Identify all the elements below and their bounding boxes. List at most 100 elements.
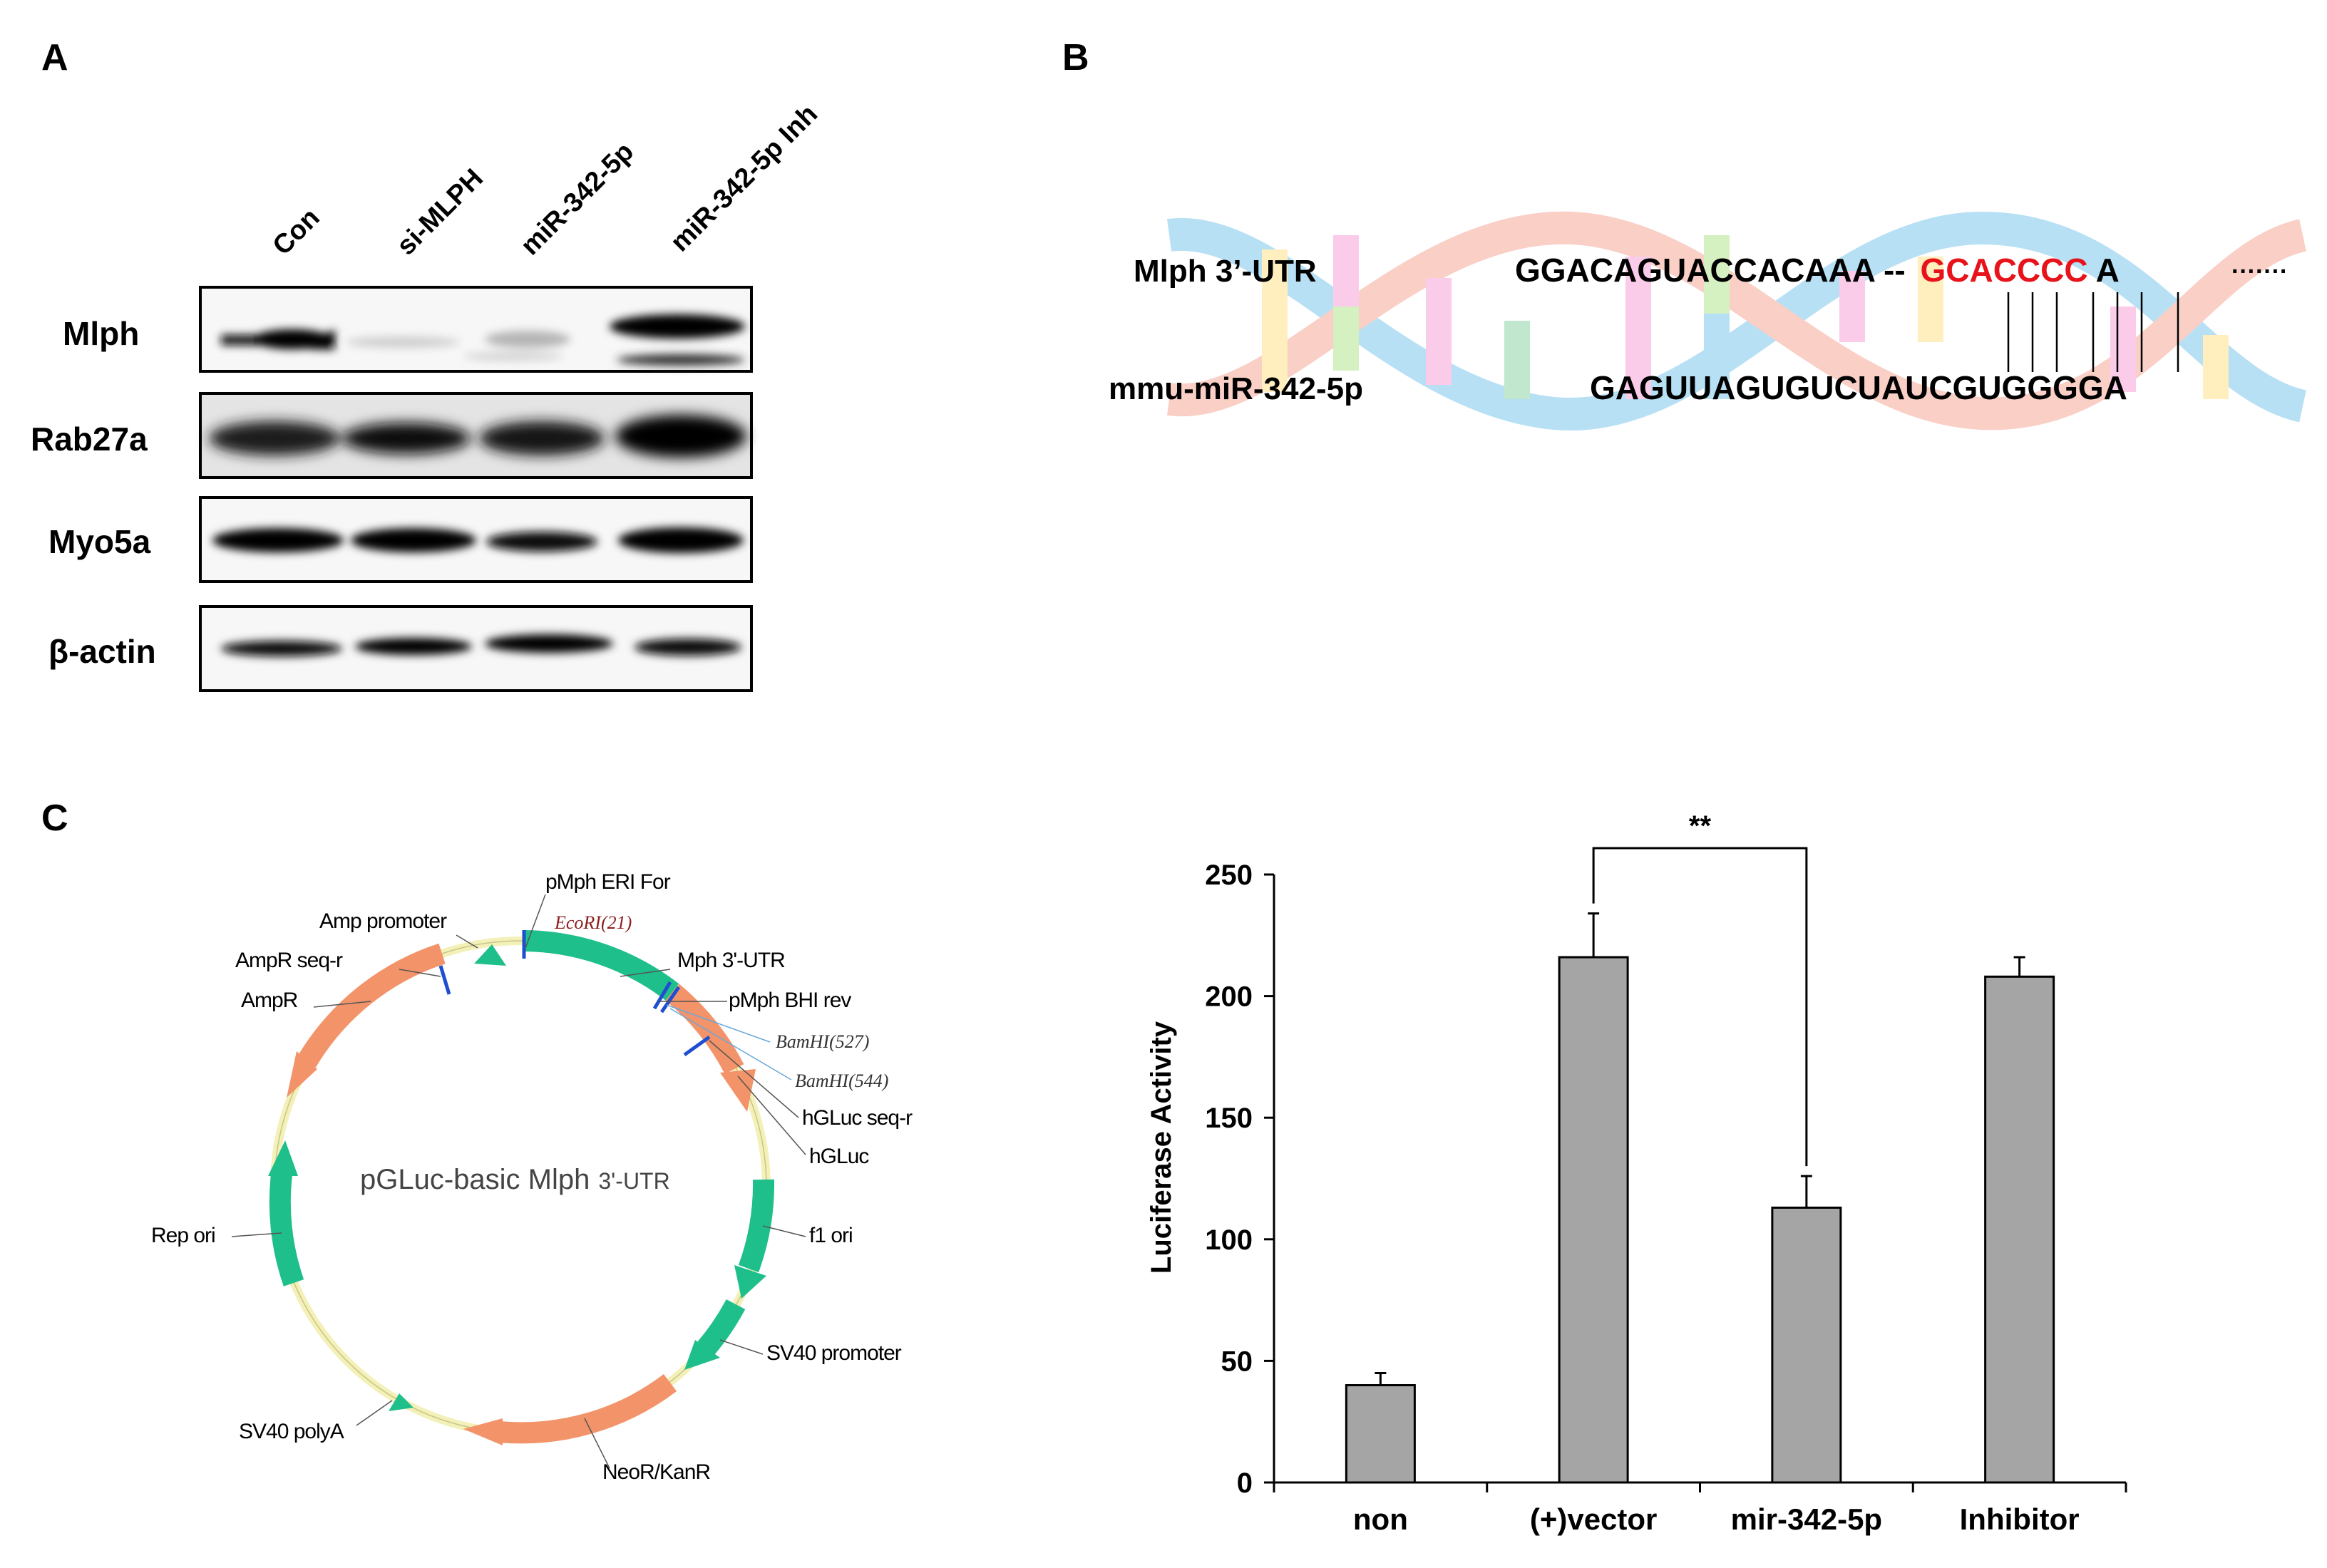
hgluc-arrowhead: [720, 1069, 756, 1112]
y-tick-label: 150: [1205, 1103, 1253, 1134]
lane-labels: Con si-MLPH miR-342-5p miR-342-5p Inh: [267, 99, 823, 261]
band: [479, 421, 605, 455]
bar: [1558, 956, 1629, 1484]
band: [610, 314, 745, 339]
y-tick-label: 0: [1237, 1468, 1253, 1499]
y-tick-label: 250: [1205, 860, 1253, 891]
significance-label: **: [1689, 810, 1712, 842]
rep-ori-feature: [269, 1167, 304, 1286]
lane-label-con: Con: [267, 202, 326, 261]
label-bamhi-527: BamHI(527): [776, 1031, 869, 1052]
label-amp-promoter: Amp promoter: [319, 909, 447, 933]
band: [351, 528, 476, 552]
ampr-arrowhead: [287, 1051, 317, 1098]
utr-continuation-dots: ·······: [2231, 258, 2288, 285]
label-hgluc: hGLuc: [809, 1145, 869, 1168]
band: [618, 527, 744, 553]
blot-rab27a: Rab27a: [31, 392, 753, 479]
y-axis-label: Luciferase Activity: [1146, 1021, 1177, 1274]
mlph-utr-label: Mlph 3’-UTR: [1134, 254, 1317, 289]
blot-mlph: Mlph: [63, 286, 753, 373]
chart-axes: 0 50 100 150 200 250: [1205, 860, 2127, 1499]
bar: [1771, 1206, 1842, 1484]
bamhi-544-marker: [659, 986, 681, 1013]
chart-bars: [1345, 912, 2055, 1484]
bar: [1345, 1384, 1416, 1484]
y-tick-label: 50: [1221, 1346, 1253, 1377]
mir-label: mmu-miR-342-5p: [1109, 371, 1363, 406]
lane-label-si-mlph: si-MLPH: [391, 163, 489, 261]
band: [485, 634, 613, 653]
blot-label-myo5a: Myo5a: [48, 523, 151, 560]
label-rep-ori: Rep ori: [151, 1224, 215, 1247]
neor-kanr-feature: [498, 1374, 677, 1444]
mir-sequence: GAGUUAGUGUCUAUCGUGGGGA: [1590, 369, 2127, 406]
band: [485, 331, 570, 348]
blot-label-rab27a: Rab27a: [31, 421, 148, 458]
blot-beta-actin: β-actin: [48, 605, 753, 692]
blot-bands: [209, 415, 746, 458]
hgluc-seq-r-marker: [683, 1035, 711, 1057]
utr-seq-seed: GCACCCC: [1920, 252, 2087, 289]
x-tick-label: non: [1353, 1502, 1408, 1536]
blot-bands: [212, 527, 744, 553]
panel-b: B Mlph 3’-UTR GGACAGUACCACAAA --: [1062, 37, 2307, 431]
band: [209, 421, 340, 455]
band: [617, 354, 745, 366]
f1-ori-arrowhead: [734, 1265, 766, 1299]
pairing-lines: [2007, 292, 2179, 372]
panel-a-letter: A: [41, 37, 68, 78]
amp-promoter-feature: [474, 944, 506, 966]
sv40-polya-feature: [389, 1393, 413, 1411]
band: [346, 336, 460, 348]
panel-a: A Con si-MLPH miR-342-5p miR-342-5p Inh …: [31, 37, 823, 692]
band: [212, 528, 344, 552]
label-f1-ori: f1 ori: [809, 1224, 853, 1247]
dna-helix-illustration: [1167, 211, 2307, 431]
helix-base-pairs: [1262, 235, 2229, 399]
bamhi-527-marker: [652, 981, 672, 1010]
utr-seq-tail: A: [2096, 252, 2120, 289]
blot-bands: [221, 634, 741, 656]
label-sv40-promoter: SV40 promoter: [766, 1341, 902, 1365]
label-ampr-seq-r: AmpR seq-r: [235, 949, 343, 972]
label-sv40-polya: SV40 polyA: [239, 1420, 344, 1443]
mlph-utr-sequence: GGACAGUACCACAAA -- GCACCCC A: [1515, 252, 2120, 289]
sv40-promoter-feature: [697, 1299, 746, 1356]
lane-label-mir-342-5p: miR-342-5p: [515, 137, 640, 262]
label-neor-kanr: NeoR/KanR: [602, 1460, 710, 1484]
ampr-feature: [297, 943, 446, 1068]
label-hgluc-seq-r: hGLuc seq-r: [802, 1106, 913, 1130]
label-mph-3utr: Mph 3'-UTR: [677, 949, 785, 972]
band: [342, 423, 471, 454]
feature-leader-lines: [231, 894, 806, 1469]
ampr-seq-r-marker: [438, 965, 451, 995]
band: [635, 639, 741, 656]
label-pmph-bhi-rev: pMph BHI rev: [729, 989, 851, 1012]
panel-b-letter: B: [1062, 37, 1089, 78]
band: [355, 638, 472, 655]
blot-label-mlph: Mlph: [63, 315, 139, 352]
y-tick-label: 200: [1205, 981, 1253, 1013]
neor-kanr-arrowhead: [463, 1418, 503, 1445]
rep-ori-arrowhead: [268, 1140, 298, 1176]
significance-bracket: [1592, 847, 1808, 1167]
band: [253, 329, 332, 349]
band: [615, 415, 746, 458]
bar: [1984, 975, 2055, 1484]
x-tick-label: (+)vector: [1530, 1502, 1658, 1536]
utr-seq-black: GGACAGUACCACAAA --: [1515, 252, 1906, 289]
blot-myo5a: Myo5a: [48, 496, 753, 583]
band: [486, 532, 597, 552]
label-ampr: AmpR: [241, 989, 298, 1012]
sv40-promoter-arrowhead: [684, 1340, 720, 1370]
label-bamhi-544: BamHI(544): [795, 1071, 888, 1091]
y-tick-label: 100: [1205, 1224, 1253, 1256]
panel-c-letter: C: [41, 798, 68, 839]
panel-c: C: [41, 798, 913, 1484]
band: [221, 641, 342, 656]
